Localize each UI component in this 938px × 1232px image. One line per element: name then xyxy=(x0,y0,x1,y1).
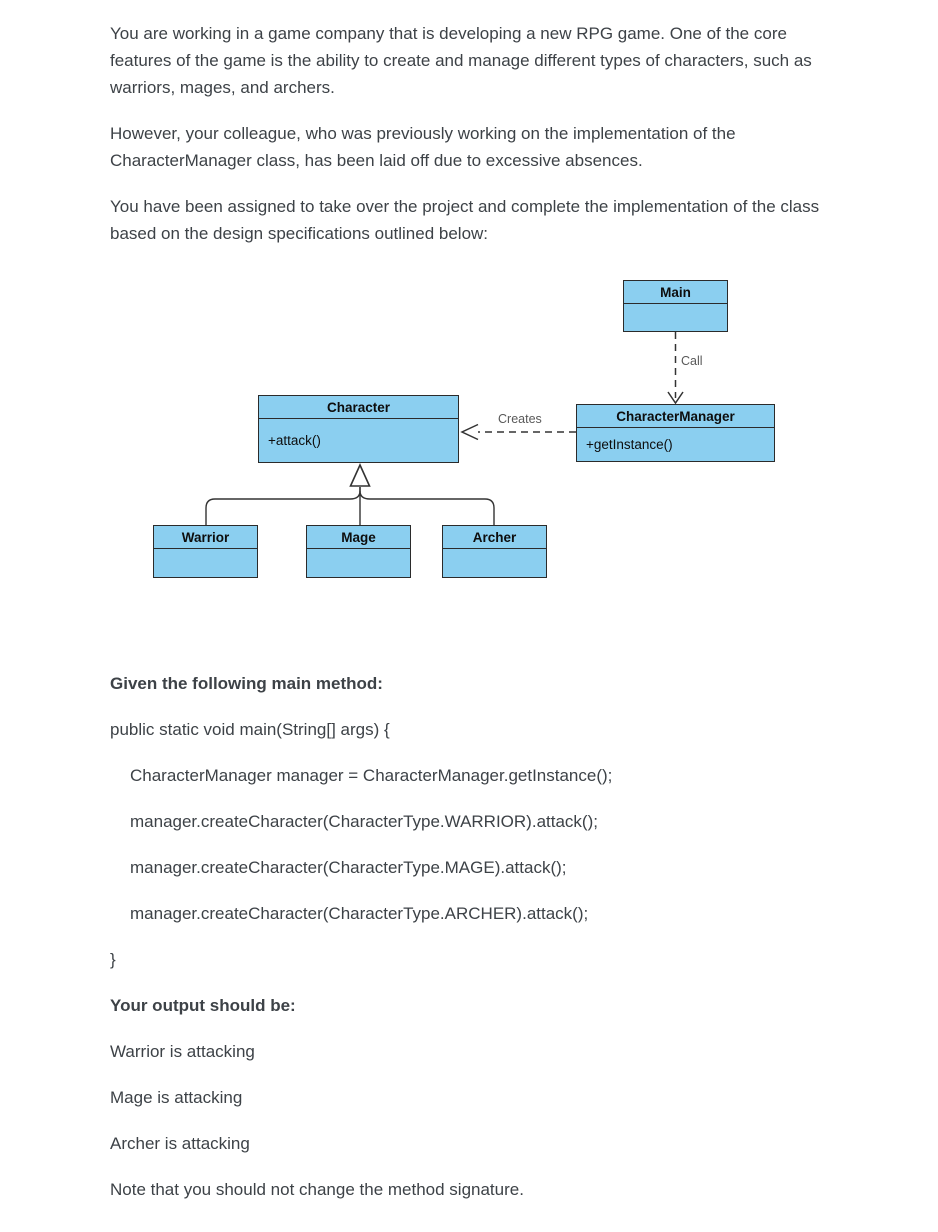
output-line: Warrior is attacking xyxy=(110,1042,255,1061)
creates-label: Creates xyxy=(498,412,542,426)
code-line: manager.createCharacter(CharacterType.WA… xyxy=(130,812,598,831)
code-section-heading: Given the following main method: xyxy=(110,674,383,693)
uml-class-title: Archer xyxy=(443,526,546,549)
uml-class-method: +getInstance() xyxy=(586,437,673,452)
uml-class-main: Main xyxy=(623,280,728,332)
uml-class-body xyxy=(624,304,727,331)
uml-class-warrior: Warrior xyxy=(153,525,258,578)
uml-class-mage: Mage xyxy=(306,525,411,578)
uml-class-title: Main xyxy=(624,281,727,304)
uml-class-character-manager: CharacterManager +getInstance() xyxy=(576,404,775,462)
output-line: Mage is attacking xyxy=(110,1088,243,1107)
output-section-heading: Your output should be: xyxy=(110,996,296,1015)
intro-paragraph-3: You have been assigned to take over the … xyxy=(110,197,820,243)
inheritance-triangle-icon xyxy=(349,463,371,487)
uml-class-body xyxy=(443,549,546,577)
uml-class-title: CharacterManager xyxy=(577,405,774,428)
code-line: } xyxy=(110,950,116,969)
open-arrowhead-icon xyxy=(667,391,684,405)
code-line: public static void main(String[] args) { xyxy=(110,720,390,739)
code-line: manager.createCharacter(CharacterType.AR… xyxy=(130,904,589,923)
code-line: manager.createCharacter(CharacterType.MA… xyxy=(130,858,567,877)
creates-arrow xyxy=(460,423,576,441)
uml-class-body xyxy=(154,549,257,577)
intro-paragraph-2: However, your colleague, who was previou… xyxy=(110,124,736,170)
inheritance-connector xyxy=(205,463,495,525)
uml-class-method: +attack() xyxy=(268,433,321,448)
note-text: Note that you should not change the meth… xyxy=(110,1180,524,1199)
output-line: Archer is attacking xyxy=(110,1134,250,1153)
intro-paragraph-1: You are working in a game company that i… xyxy=(110,24,812,97)
uml-class-title: Warrior xyxy=(154,526,257,549)
uml-class-archer: Archer xyxy=(442,525,547,578)
call-label: Call xyxy=(681,354,703,368)
code-line: CharacterManager manager = CharacterMana… xyxy=(130,766,613,785)
uml-class-body xyxy=(307,549,410,577)
uml-class-diagram: Main CharacterManager +getInstance() Cha… xyxy=(0,266,938,616)
uml-class-title: Mage xyxy=(307,526,410,549)
uml-class-title: Character xyxy=(259,396,458,419)
open-arrowhead-icon xyxy=(460,423,479,441)
uml-class-character: Character +attack() xyxy=(258,395,459,463)
